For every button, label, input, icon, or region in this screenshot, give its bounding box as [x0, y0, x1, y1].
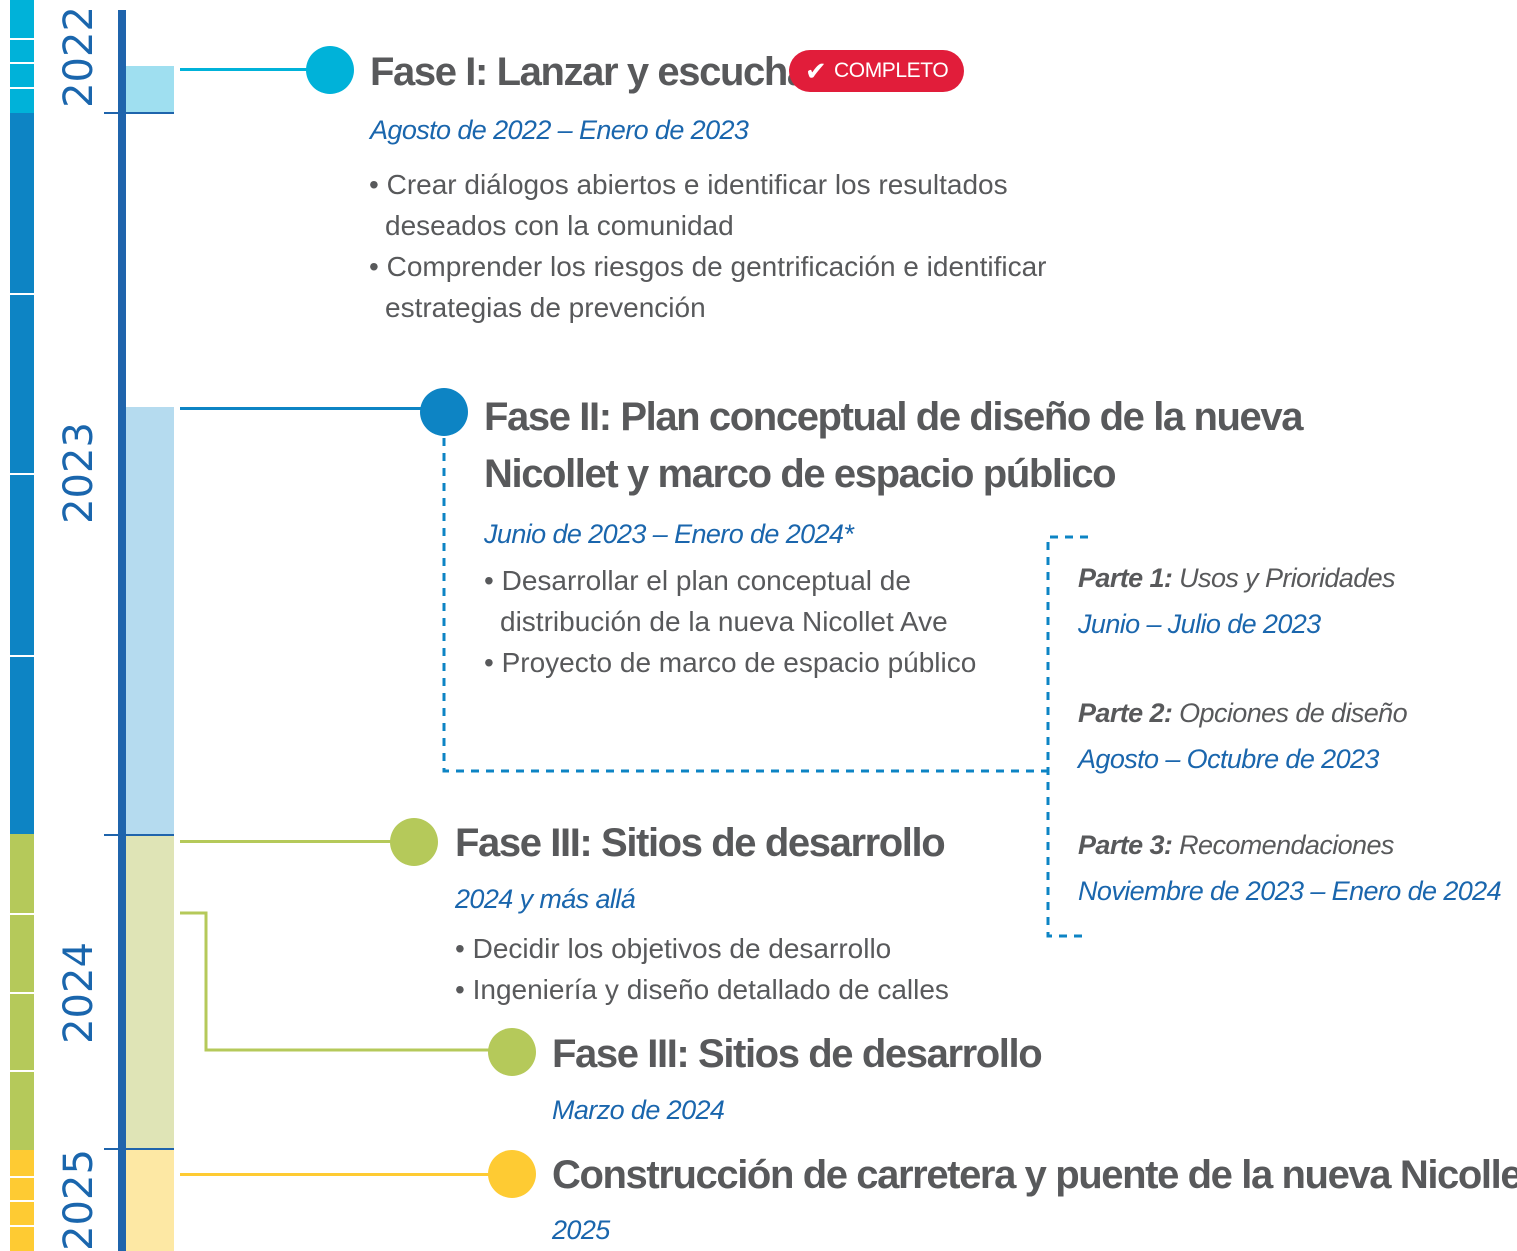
construction-connector	[180, 1173, 492, 1176]
axis-tick	[104, 1148, 174, 1150]
phase3b-date: Marzo de 2024	[552, 1095, 725, 1125]
duration-bar-phase2	[126, 407, 174, 835]
list-item: • Crear diálogos abiertos e identificar …	[369, 169, 1008, 241]
duration-bar-construction	[126, 1150, 174, 1251]
timeline-axis	[118, 10, 126, 1251]
phase3-marker	[390, 818, 438, 866]
phase3-connector	[180, 840, 392, 843]
phase1-connector	[180, 68, 310, 71]
phase3-bullets: • Decidir los objetivos de desarrollo • …	[455, 928, 1055, 1010]
list-item: • Desarrollar el plan conceptual de dist…	[484, 565, 948, 637]
duration-bar-phase1	[126, 66, 174, 113]
phase1-title: Fase I: Lanzar y escuchar:	[370, 50, 835, 94]
duration-bar-phase3	[126, 835, 174, 1149]
phase2-part-2: Parte 2: Opciones de diseño Agosto – Oct…	[1078, 698, 1408, 774]
phase2-marker	[420, 388, 468, 436]
status-badge-label: COMPLETO	[834, 59, 949, 82]
status-badge: ✔ COMPLETO	[789, 50, 964, 92]
list-item: • Decidir los objetivos de desarrollo	[455, 933, 892, 964]
check-icon: ✔	[805, 56, 827, 86]
phase1-date: Agosto de 2022 – Enero de 2023	[370, 115, 749, 145]
phase3-title: Fase III: Sitios de desarrollo	[455, 821, 946, 865]
phase2-part-3: Parte 3: Recomendaciones Noviembre de 20…	[1078, 830, 1502, 906]
phase2-date: Junio de 2023 – Enero de 2024*	[484, 519, 854, 549]
construction-title: Construcción de carretera y puente de la…	[552, 1153, 1517, 1197]
phase2-connector	[180, 407, 422, 410]
phase2-bullets: • Desarrollar el plan conceptual de dist…	[484, 560, 1024, 683]
phase3b-title: Fase III: Sitios de desarrollo	[552, 1032, 1043, 1076]
axis-tick	[104, 834, 174, 836]
phase1-bullets: • Crear diálogos abiertos e identificar …	[369, 164, 1099, 328]
strip-segment-2022	[10, 0, 34, 113]
phase2-title-line1: Fase II: Plan conceptual de diseño de la…	[484, 395, 1303, 439]
phase3-date: 2024 y más allá	[455, 884, 636, 914]
list-item: • Proyecto de marco de espacio público	[484, 647, 977, 678]
construction-marker	[488, 1150, 536, 1198]
list-item: • Ingeniería y diseño detallado de calle…	[455, 974, 949, 1005]
list-item: • Comprender los riesgos de gentrificaci…	[369, 251, 1047, 323]
axis-tick	[104, 112, 174, 114]
phase2-part-1: Parte 1: Usos y Prioridades Junio – Juli…	[1078, 563, 1396, 639]
phase2-title-line2: Nicollet y marco de espacio público	[484, 452, 1117, 496]
construction-date: 2025	[552, 1215, 610, 1245]
phase3b-marker	[488, 1028, 536, 1076]
phase1-marker	[306, 46, 354, 94]
